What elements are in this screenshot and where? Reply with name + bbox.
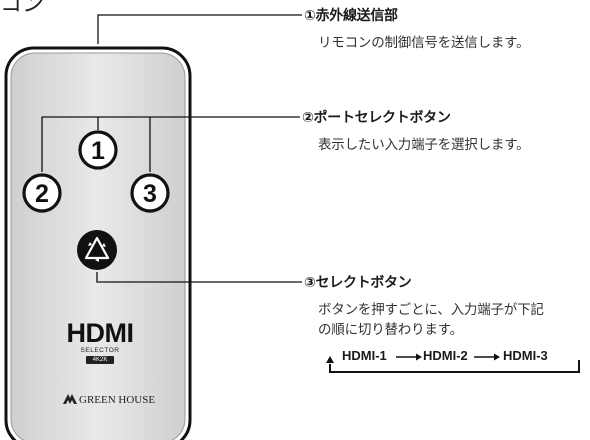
callout-port-desc: 表示したい入力端子を選択します。: [318, 137, 530, 153]
select-button[interactable]: [77, 230, 117, 270]
callout-ir-desc: リモコンの制御信号を送信します。: [318, 35, 530, 51]
hdmi-logo: HDMI: [66, 318, 135, 348]
callout-select-title: ③セレクトボタン: [304, 275, 412, 291]
svg-text:1: 1: [91, 137, 105, 165]
port-button-1[interactable]: 1: [78, 130, 118, 170]
cropped-heading: コン: [0, 0, 45, 17]
sequence-hdmi-2: HDMI-2: [423, 348, 468, 363]
sequence-hdmi-3: HDMI-3: [503, 348, 548, 363]
svg-text:2: 2: [35, 180, 49, 208]
brand-name: GREEN HOUSE: [79, 394, 156, 406]
brand-logo: GREEN HOUSE: [63, 394, 155, 406]
resolution-badge: 4K2K: [86, 356, 114, 364]
callout-select-desc-1: ボタンを押すごとに、入力端子が下記: [318, 302, 544, 318]
selector-label: SELECTOR: [80, 347, 120, 354]
sequence-arrowheads: [326, 356, 334, 363]
callout-ir-title: ①赤外線送信部: [304, 8, 398, 24]
select-button-leader: [96, 272, 302, 283]
ir-leader-line: [97, 14, 302, 44]
brand-mark-icon: [63, 394, 77, 404]
port-button-3[interactable]: 3: [130, 173, 170, 213]
sequence-hdmi-1: HDMI-1: [342, 348, 387, 363]
callout-port-title: ②ポートセレクトボタン: [302, 110, 451, 126]
port-buttons-leader: [41, 116, 300, 172]
callout-select-desc-2: の順に切り替わります。: [318, 322, 463, 338]
sequence-bracket: [329, 360, 580, 373]
port-button-2[interactable]: 2: [22, 173, 62, 213]
svg-text:3: 3: [143, 180, 157, 208]
cycle-arrows-icon: [84, 236, 110, 260]
